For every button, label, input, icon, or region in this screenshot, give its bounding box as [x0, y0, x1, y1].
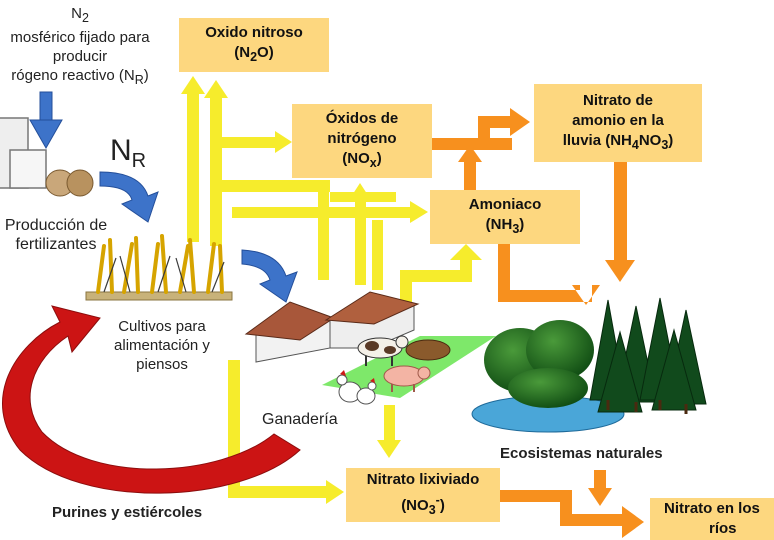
chicken-icon [336, 370, 377, 405]
natural-ecosystems-label: Ecosistemas naturales [500, 445, 663, 462]
yellow-flow-arrows [181, 76, 482, 504]
n2o-box: Oxido nitroso (N2O) [179, 18, 329, 72]
arrow-nh3-to-ecosystem [498, 244, 600, 305]
ammonia-box: Amoniaco (NH3) [430, 190, 580, 244]
ammonium-nitrate-subtitle: amonio en la [572, 112, 664, 129]
ammonium-nitrate-box: Nitrato de amonio en la lluvia (NH4NO3) [534, 84, 702, 162]
fertilizer-bag-icon-2 [66, 169, 94, 197]
arrow-atmosphere-down-head [29, 119, 63, 150]
orange-flow-arrows [432, 108, 644, 538]
ammonia-formula: (NH3) [485, 216, 525, 236]
natural-ecosystem-illustration [471, 297, 707, 433]
livestock-label: Ganadería [262, 411, 338, 428]
arrow-nox-to-nitrate [432, 138, 512, 150]
arrow-nox-to-nitrate-top [478, 116, 514, 128]
atmospheric-line-3: rógeno reactivo (NR) [11, 67, 149, 87]
fertilizer-factory-illustration [0, 117, 94, 197]
leached-nitrate-formula: (NO3-) [401, 493, 445, 517]
reactive-nitrogen-label: NR [110, 134, 147, 172]
manure-label: Purines y estiércoles [52, 504, 203, 521]
ammonium-nitrate-title: Nitrato de [582, 92, 653, 109]
arrow-livestock-to-leached [384, 405, 395, 445]
arrow-livestock-to-nh3 [400, 244, 482, 302]
arrow-rain-to-ecosystem-head [605, 260, 635, 282]
arrow-livestock-up-c [372, 220, 383, 290]
arrow-nh3-to-nitrate [464, 160, 476, 190]
arrow-crops-to-n2o [187, 92, 199, 242]
arrow-crops-to-nh3-path [216, 180, 396, 202]
river-nitrate-subtitle: ríos [709, 520, 737, 537]
nox-subtitle: nitrógeno [327, 130, 397, 147]
arrow-livestock-up-a [318, 190, 329, 280]
river-nitrate-title: Nitrato en los [664, 500, 760, 517]
arrow-crops-to-nox-head [275, 131, 292, 153]
arrow-rain-to-ecosystem [614, 162, 627, 264]
arrow-crops-to-livestock-curve [241, 249, 298, 303]
n2-label: N2 [71, 5, 89, 25]
arrow-ecosystem-to-rivers [594, 470, 606, 490]
arrow-to-nh3-long-head [410, 201, 428, 223]
crops-label: Cultivos para alimentación y piensos [114, 318, 210, 373]
arrow-crops-up-2-head [204, 80, 228, 98]
nox-formula: (NOx) [342, 150, 382, 170]
arrow-leached-to-rivers [500, 490, 644, 538]
arrow-nh3-to-nitrate-head [458, 145, 482, 162]
crops-illustration [85, 234, 233, 301]
ammonium-nitrate-formula: lluvia (NH4NO3) [562, 132, 674, 152]
arrow-crops-to-leached [228, 360, 344, 504]
arrow-livestock-to-nox-head [349, 183, 371, 200]
manure-recycling-arrow [2, 305, 301, 494]
arrow-to-nitrate-rain-head [510, 108, 530, 136]
arrow-livestock-to-leached-head [377, 440, 401, 458]
leached-nitrate-title: Nitrato lixiviado [366, 471, 480, 488]
arrow-crops-to-n2o-head [181, 76, 205, 94]
arrow-crops-to-nox [222, 137, 277, 148]
fertilizer-production-label: Producción de fertilizantes [4, 217, 108, 253]
livestock-farm-illustration [244, 291, 496, 405]
leached-nitrate-box: Nitrato lixiviado (NO3-) [346, 468, 500, 522]
nox-box: Óxidos de nitrógeno (NOx) [292, 104, 432, 178]
atmospheric-line-2: producir [52, 48, 108, 65]
atmospheric-nitrogen-label: N2 mosférico fijado para producir rógeno… [0, 4, 160, 90]
nox-title: Óxidos de [325, 110, 399, 127]
cow-icon [357, 335, 409, 366]
river-nitrate-box: Nitrato en los ríos [650, 498, 774, 540]
ammonia-title: Amoniaco [468, 196, 542, 213]
arrow-ecosystem-to-rivers-head [588, 488, 612, 506]
pig-icon [383, 365, 431, 392]
n2o-title: Oxido nitroso [205, 24, 303, 41]
arrow-nr-curve [99, 171, 159, 223]
arrow-livestock-up-b [355, 200, 366, 285]
arrow-crops-up-2 [210, 96, 222, 246]
atmospheric-line-1: mosférico fijado para [10, 29, 150, 46]
manure-pile-icon [405, 339, 451, 361]
blue-arrows [29, 91, 298, 303]
n2o-formula: (N2O) [234, 44, 274, 64]
arrow-atmosphere-down-shaft [39, 91, 53, 123]
